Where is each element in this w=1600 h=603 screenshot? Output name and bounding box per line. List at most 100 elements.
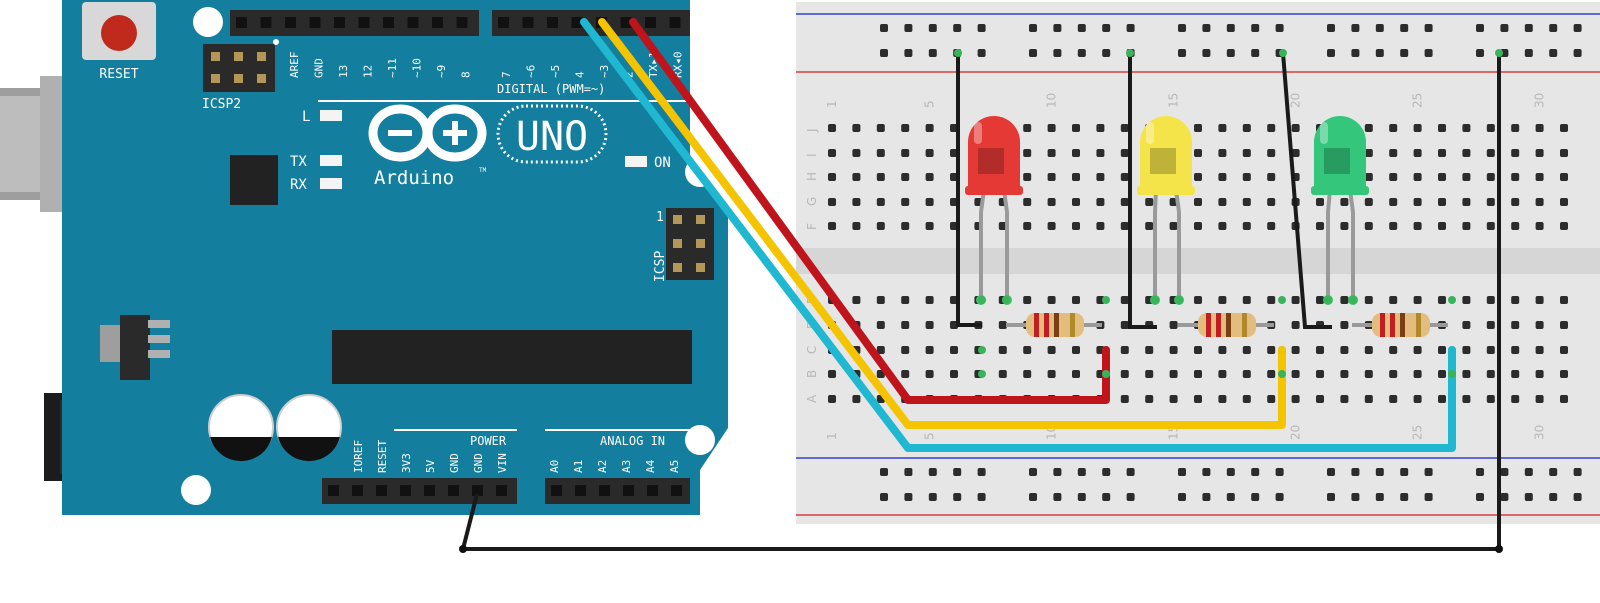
rail-hole[interactable] — [1251, 468, 1260, 476]
rail-hole[interactable] — [1327, 49, 1335, 57]
breadboard-hole[interactable] — [1462, 395, 1471, 403]
breadboard-hole[interactable] — [876, 296, 885, 304]
breadboard-hole[interactable] — [1340, 395, 1349, 403]
breadboard-hole[interactable] — [1389, 346, 1398, 354]
breadboard-hole[interactable] — [1291, 395, 1300, 403]
rail-hole[interactable] — [1053, 468, 1062, 476]
breadboard-hole[interactable] — [1511, 370, 1520, 378]
breadboard-hole[interactable] — [1389, 149, 1398, 157]
breadboard-hole[interactable] — [1413, 395, 1422, 403]
rail-hole[interactable] — [1251, 49, 1260, 57]
breadboard-hole[interactable] — [1389, 124, 1398, 132]
breadboard-hole[interactable] — [1145, 346, 1154, 354]
breadboard-hole[interactable] — [1169, 395, 1178, 403]
breadboard-hole[interactable] — [925, 222, 934, 230]
breadboard-hole[interactable] — [950, 346, 958, 354]
breadboard-hole[interactable] — [925, 370, 934, 378]
header-pin[interactable] — [571, 17, 583, 28]
rail-hole[interactable] — [1126, 24, 1135, 32]
breadboard-hole[interactable] — [1218, 395, 1227, 403]
breadboard-hole[interactable] — [828, 124, 836, 132]
breadboard-hole[interactable] — [1560, 370, 1568, 378]
rail-hole[interactable] — [1226, 468, 1235, 476]
breadboard-hole[interactable] — [1120, 370, 1129, 378]
breadboard-hole[interactable] — [1072, 198, 1080, 206]
breadboard-hole[interactable] — [1413, 173, 1422, 181]
breadboard-hole[interactable] — [852, 149, 861, 157]
breadboard-hole[interactable] — [1145, 370, 1154, 378]
breadboard-hole[interactable] — [1413, 296, 1422, 304]
rail-hole[interactable] — [977, 468, 986, 476]
rail-hole[interactable] — [953, 493, 962, 501]
breadboard-hole[interactable] — [852, 395, 861, 403]
breadboard-hole[interactable] — [1120, 296, 1129, 304]
breadboard-hole[interactable] — [1462, 346, 1471, 354]
rail-hole[interactable] — [904, 468, 913, 476]
rail-hole[interactable] — [928, 49, 937, 57]
breadboard-hole[interactable] — [901, 173, 910, 181]
breadboard-hole[interactable] — [1438, 370, 1446, 378]
breadboard-hole[interactable] — [1218, 173, 1227, 181]
breadboard-hole[interactable] — [1047, 346, 1056, 354]
breadboard-hole[interactable] — [1218, 149, 1227, 157]
breadboard-hole[interactable] — [1413, 370, 1422, 378]
breadboard-hole[interactable] — [1438, 149, 1446, 157]
rail-hole[interactable] — [1549, 493, 1558, 501]
breadboard-hole[interactable] — [1340, 346, 1349, 354]
breadboard-hole[interactable] — [1462, 149, 1471, 157]
rail-hole[interactable] — [1400, 49, 1409, 57]
breadboard-hole[interactable] — [1218, 222, 1227, 230]
breadboard-hole[interactable] — [1120, 149, 1129, 157]
rail-hole[interactable] — [1053, 49, 1062, 57]
breadboard-hole[interactable] — [1120, 395, 1129, 403]
rail-hole[interactable] — [1424, 24, 1433, 32]
breadboard-hole[interactable] — [1120, 346, 1129, 354]
breadboard-hole[interactable] — [1535, 173, 1544, 181]
breadboard-hole[interactable] — [876, 222, 885, 230]
reset-button-cap[interactable] — [101, 15, 137, 51]
breadboard-hole[interactable] — [1364, 124, 1373, 132]
header-pin[interactable] — [448, 485, 459, 496]
breadboard-hole[interactable] — [852, 173, 861, 181]
breadboard-hole[interactable] — [1364, 149, 1373, 157]
rail-hole[interactable] — [1476, 49, 1484, 57]
breadboard-hole[interactable] — [1438, 296, 1446, 304]
header-pin[interactable] — [383, 17, 394, 28]
rail-hole[interactable] — [1476, 493, 1484, 501]
breadboard-hole[interactable] — [1340, 370, 1349, 378]
breadboard-hole[interactable] — [1535, 198, 1544, 206]
breadboard-hole[interactable] — [1486, 370, 1495, 378]
rail-hole[interactable] — [1053, 493, 1062, 501]
breadboard-hole[interactable] — [1316, 370, 1324, 378]
breadboard-hole[interactable] — [1535, 149, 1544, 157]
rail-hole[interactable] — [928, 468, 937, 476]
breadboard-hole[interactable] — [1072, 222, 1080, 230]
rail-hole[interactable] — [977, 24, 986, 32]
breadboard-hole[interactable] — [901, 222, 910, 230]
breadboard-hole[interactable] — [1023, 370, 1032, 378]
rail-hole[interactable] — [1375, 24, 1384, 32]
breadboard-hole[interactable] — [1218, 296, 1227, 304]
breadboard-hole[interactable] — [1023, 173, 1032, 181]
breadboard-hole[interactable] — [876, 124, 885, 132]
breadboard-hole[interactable] — [901, 296, 910, 304]
breadboard-hole[interactable] — [1535, 346, 1544, 354]
breadboard-hole[interactable] — [901, 149, 910, 157]
breadboard-hole[interactable] — [1511, 149, 1520, 157]
breadboard-hole[interactable] — [828, 370, 836, 378]
breadboard-hole[interactable] — [1560, 296, 1568, 304]
breadboard-hole[interactable] — [828, 198, 836, 206]
breadboard-hole[interactable] — [901, 346, 910, 354]
header-pin[interactable] — [599, 485, 610, 496]
breadboard-hole[interactable] — [1047, 149, 1056, 157]
header-pin[interactable] — [260, 17, 272, 28]
breadboard-hole[interactable] — [1072, 370, 1080, 378]
header-pin[interactable] — [671, 485, 682, 496]
breadboard-hole[interactable] — [1194, 149, 1202, 157]
breadboard-hole[interactable] — [1267, 198, 1276, 206]
rail-hole[interactable] — [1500, 493, 1509, 501]
breadboard-hole[interactable] — [1438, 124, 1446, 132]
header-pin[interactable] — [645, 17, 656, 28]
breadboard-hole[interactable] — [876, 149, 885, 157]
rail-hole[interactable] — [1351, 49, 1360, 57]
